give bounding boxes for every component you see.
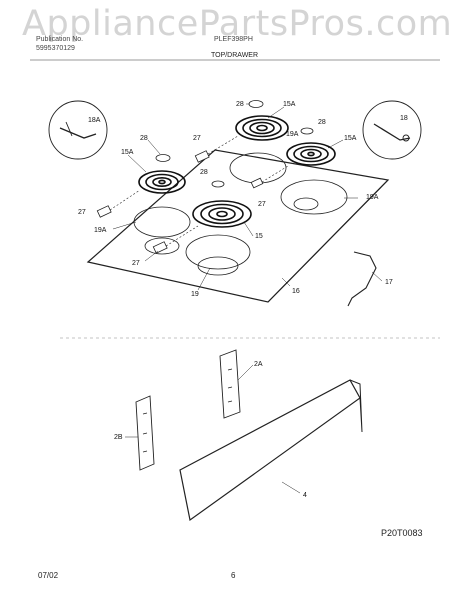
- drip-bowl-front: [185, 234, 251, 270]
- label-19: 19: [191, 291, 199, 298]
- coil-element-top: [235, 115, 289, 141]
- label-4: 4: [303, 492, 307, 499]
- drip-bowl-left: [133, 206, 191, 238]
- drawer-panel-4: [179, 379, 361, 522]
- model-number: PLEF398PH: [214, 36, 253, 43]
- footer-date: 07/02: [38, 571, 59, 580]
- terminal-block-27-top: [194, 150, 210, 163]
- label-19a-right: 19A: [366, 194, 379, 201]
- label-18: 18: [400, 115, 408, 122]
- label-2b: 2B: [114, 434, 123, 441]
- label-28-mid: 28: [200, 169, 208, 176]
- bracket-2b: [135, 395, 155, 471]
- publication-number: 5995370129: [36, 45, 75, 52]
- label-27-center: 27: [258, 201, 266, 208]
- coil-element-front: [192, 200, 252, 228]
- footer-page-number: 6: [231, 571, 236, 580]
- label-18a: 18A: [88, 117, 101, 124]
- wire-clip-17: [347, 251, 377, 307]
- publication-label: Publication No.: [36, 36, 84, 43]
- terminal-block-27-center: [250, 177, 264, 189]
- label-15a-left: 15A: [121, 149, 134, 156]
- coil-element-left: [138, 170, 186, 194]
- ring-28-mid: [211, 180, 225, 188]
- drip-bowl-right: [280, 179, 348, 215]
- label-17: 17: [385, 279, 393, 286]
- ring-28-left: [155, 154, 171, 162]
- watermark: AppliancePartsPros.com: [22, 4, 453, 44]
- label-28-top: 28: [236, 101, 244, 108]
- coil-element-right: [286, 142, 336, 166]
- label-15a-top: 15A: [283, 101, 296, 108]
- label-16: 16: [292, 288, 300, 295]
- section-title: TOP/DRAWER: [210, 52, 259, 59]
- ring-28-top: [248, 100, 264, 108]
- detail-circle-18a: [48, 100, 108, 160]
- label-27-left: 27: [78, 209, 86, 216]
- terminal-block-27-left: [96, 205, 112, 218]
- bracket-2a: [219, 349, 241, 419]
- label-19a-left: 19A: [94, 227, 107, 234]
- terminal-block-27-bottom: [152, 241, 168, 254]
- label-27-bottom: 27: [132, 260, 140, 267]
- label-27-top: 27: [193, 135, 201, 142]
- detail-circle-18: [362, 100, 422, 160]
- label-15: 15: [255, 233, 263, 240]
- figure-code: P20T0083: [381, 528, 423, 538]
- ring-28-right: [300, 127, 314, 135]
- label-28-left: 28: [140, 135, 148, 142]
- label-28-right: 28: [318, 119, 326, 126]
- label-19a-center: 19A: [286, 131, 299, 138]
- label-2a: 2A: [254, 361, 263, 368]
- label-15a-right: 15A: [344, 135, 357, 142]
